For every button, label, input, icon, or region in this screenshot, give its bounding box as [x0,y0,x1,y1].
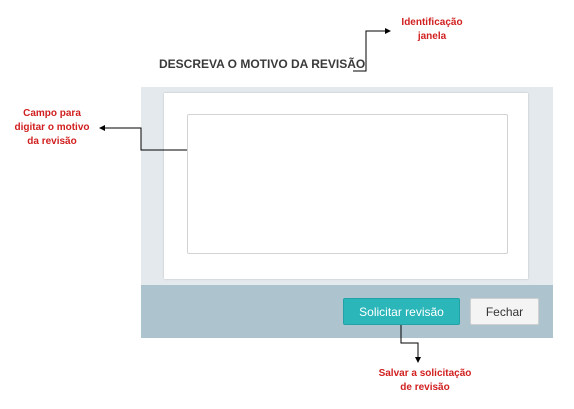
annotation-window-id-line-2: janela [417,31,447,42]
annotation-save-line-2: de revisão [400,382,450,393]
annotation-field: Campo para digitar o motivo da revisão [6,107,98,149]
modal-title: DESCREVA O MOTIVO DA REVISÃO [159,57,366,71]
annotation-field-line-3: da revisão [27,136,77,147]
annotation-field-line-1: Campo para [23,108,81,119]
close-button[interactable]: Fechar [470,298,539,325]
annotation-field-line-2: digitar o motivo [14,122,90,133]
annotation-save-line-1: Salvar a solicitação [378,368,472,379]
reason-textarea[interactable] [187,114,508,254]
annotation-window-id-line-1: Identificação [401,17,463,28]
annotation-save: Salvar a solicitação de revisão [370,367,480,395]
request-review-button[interactable]: Solicitar revisão [343,298,460,325]
annotation-window-id: Identificação janela [392,16,472,44]
